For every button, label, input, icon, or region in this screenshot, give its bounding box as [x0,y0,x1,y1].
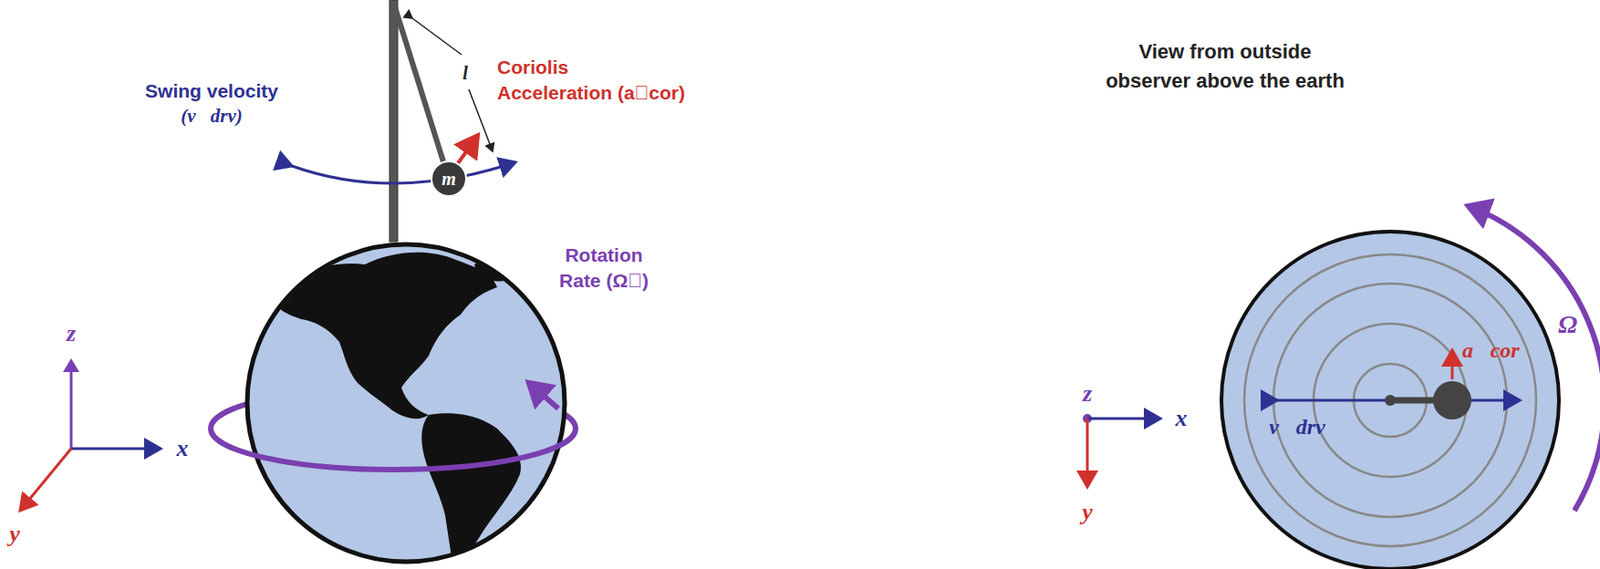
swing-velocity-arrow [1277,399,1520,403]
view-title: View from outside [1138,41,1311,63]
x-axis [1087,417,1161,421]
y-axis [20,448,72,511]
coriolis-symbol: a⃗cor [1462,338,1520,363]
pole [389,0,398,242]
z-axis [70,361,73,449]
axis-label: x [1175,405,1188,433]
axis-label: y [9,521,21,549]
rotation-arrow [529,383,559,409]
swing-arc [291,162,516,184]
axis-label: z [1082,381,1092,408]
rotation-ring-front [210,428,576,470]
length-arrow [412,18,462,55]
view-title: observer above the earth [1105,70,1345,93]
earth [247,244,565,562]
length-label: l [462,62,468,84]
coriolis-label: Acceleration (a⃗cor) [497,82,686,104]
axis-label: y [1081,499,1093,527]
pendulum-bob: m [430,160,468,198]
x-axis [71,447,161,451]
rotation-label: Rate (Ω⃗) [559,270,649,291]
swing-symbol: (v⃗drv) [180,105,243,127]
earth-top-view [1221,231,1559,569]
coriolis-arrow [1451,350,1455,380]
swing-rings [1244,254,1537,547]
mass-label: m [441,168,457,190]
continents [273,252,525,569]
coriolis-label: Coriolis [497,56,569,78]
y-axis [1086,418,1090,488]
pendulum-string [394,7,447,174]
bob [1433,381,1472,420]
axis-label: z [66,321,76,348]
velocity-symbol: v⃗drv [1268,415,1325,439]
pivot [1384,394,1396,406]
rotation-symbol: Ω⃗ [1558,311,1598,340]
swing-label: Swing velocity [145,80,279,102]
rotation-label: Rotation [564,244,643,266]
axis-label: x [176,436,189,463]
coriolis-arrow [456,135,478,167]
